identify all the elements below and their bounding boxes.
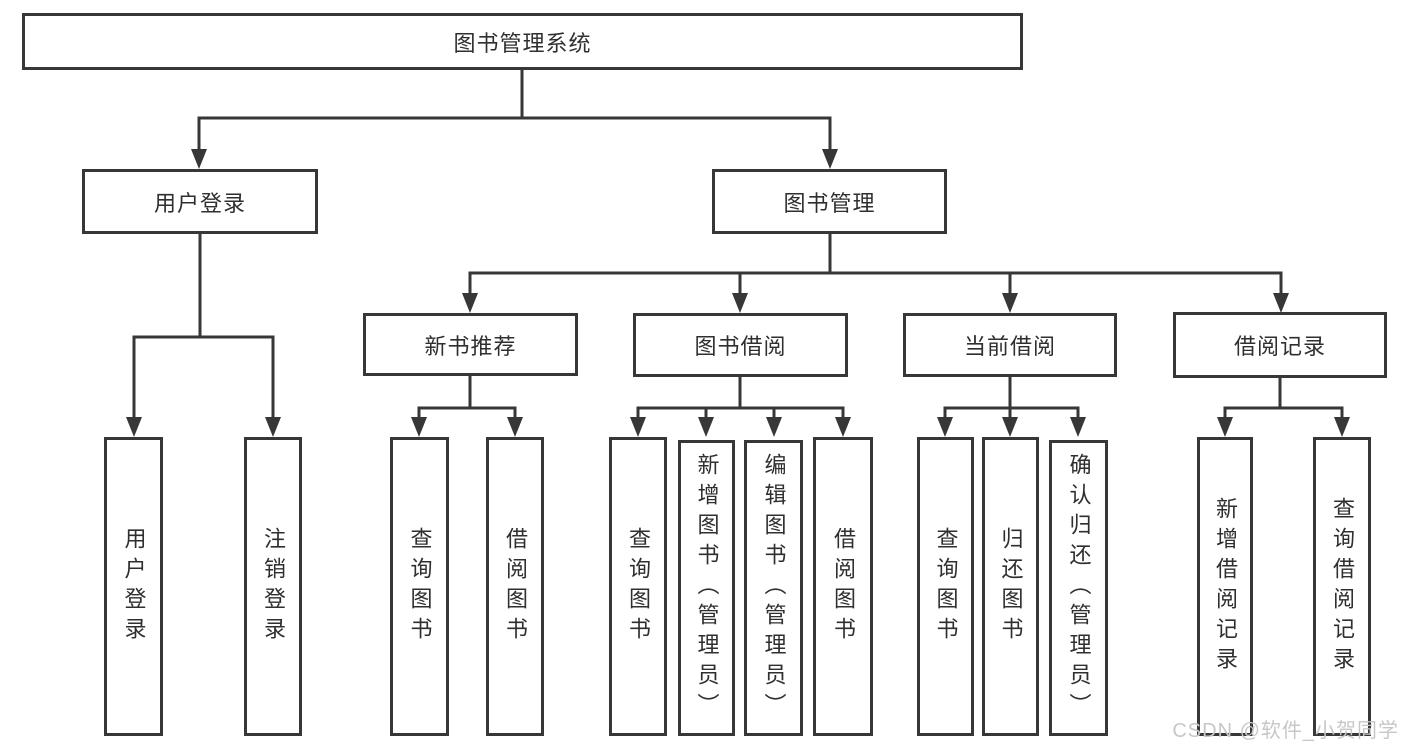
node-user-login-label: 用户登录 <box>153 190 246 216</box>
node-user-login: 用户登录 <box>82 169 318 234</box>
node-current-borrow: 当前借阅 <box>903 313 1117 377</box>
node-bb-borrow-label: 借阅图书 <box>831 526 856 647</box>
node-cb-query-label: 查询图书 <box>933 526 959 647</box>
node-br-add: 新增借阅记录 <box>1197 437 1253 736</box>
node-login-label: 用户登录 <box>121 526 147 647</box>
node-current-borrow-label: 当前借阅 <box>963 334 1056 359</box>
node-br-query-label: 查询借阅记录 <box>1330 496 1355 677</box>
connector-borrow-record-children <box>1223 375 1344 421</box>
node-logout: 注销登录 <box>244 437 302 736</box>
arrowheads-borrow-record-children <box>1217 417 1350 437</box>
node-br-query: 查询借阅记录 <box>1313 437 1371 736</box>
node-nb-query: 查询图书 <box>390 437 449 736</box>
node-nb-borrow-label: 借阅图书 <box>503 526 528 647</box>
node-book-borrow: 图书借阅 <box>633 313 848 377</box>
node-br-add-label: 新增借阅记录 <box>1213 496 1238 677</box>
node-logout-label: 注销登录 <box>261 526 286 647</box>
connector-book-borrow-children <box>636 375 845 421</box>
node-bb-edit-label: 编辑图书（管理员） <box>761 453 787 723</box>
connector-book-mgmt-children <box>468 232 1283 297</box>
node-bb-edit: 编辑图书（管理员） <box>744 440 803 736</box>
node-book-borrow-label: 图书借阅 <box>694 334 787 359</box>
arrowheads-user-login-children <box>126 417 281 437</box>
node-bb-add-label: 新增图书（管理员） <box>694 453 720 723</box>
node-cb-query: 查询图书 <box>917 437 974 736</box>
node-bb-borrow: 借阅图书 <box>813 437 873 736</box>
node-book-mgmt-label: 图书管理 <box>783 190 876 216</box>
node-new-book: 新书推荐 <box>363 313 578 376</box>
node-borrow-record-label: 借阅记录 <box>1233 334 1326 359</box>
arrowheads-current-borrow-children <box>937 417 1086 437</box>
node-login: 用户登录 <box>104 437 163 736</box>
arrowheads-new-book-children <box>411 417 523 437</box>
node-cb-confirm: 确认归还（管理员） <box>1049 440 1108 736</box>
node-bb-query-label: 查询图书 <box>626 526 651 647</box>
arrowheads-book-mgmt-children <box>462 293 1289 313</box>
node-cb-confirm-label: 确认归还（管理员） <box>1066 453 1092 723</box>
node-root: 图书管理系统 <box>22 13 1023 70</box>
arrowheads-root-children <box>191 149 838 169</box>
node-borrow-record: 借阅记录 <box>1173 312 1387 378</box>
connector-user-login-children <box>132 232 275 421</box>
node-root-label: 图书管理系统 <box>453 30 592 56</box>
arrowheads-book-borrow-children <box>630 417 851 437</box>
node-nb-borrow: 借阅图书 <box>486 437 544 736</box>
connector-new-book-children <box>417 374 517 421</box>
connector-root-children <box>197 67 832 153</box>
node-book-mgmt: 图书管理 <box>712 169 947 234</box>
node-bb-query: 查询图书 <box>609 437 667 736</box>
node-cb-return-label: 归还图书 <box>998 526 1024 647</box>
node-cb-return: 归还图书 <box>982 437 1039 736</box>
node-bb-add: 新增图书（管理员） <box>678 440 735 736</box>
node-nb-query-label: 查询图书 <box>407 526 433 647</box>
node-new-book-label: 新书推荐 <box>424 333 517 359</box>
connector-current-borrow-children <box>943 375 1080 421</box>
csdn-watermark: CSDN @软件_小贺同学 <box>1172 720 1399 742</box>
